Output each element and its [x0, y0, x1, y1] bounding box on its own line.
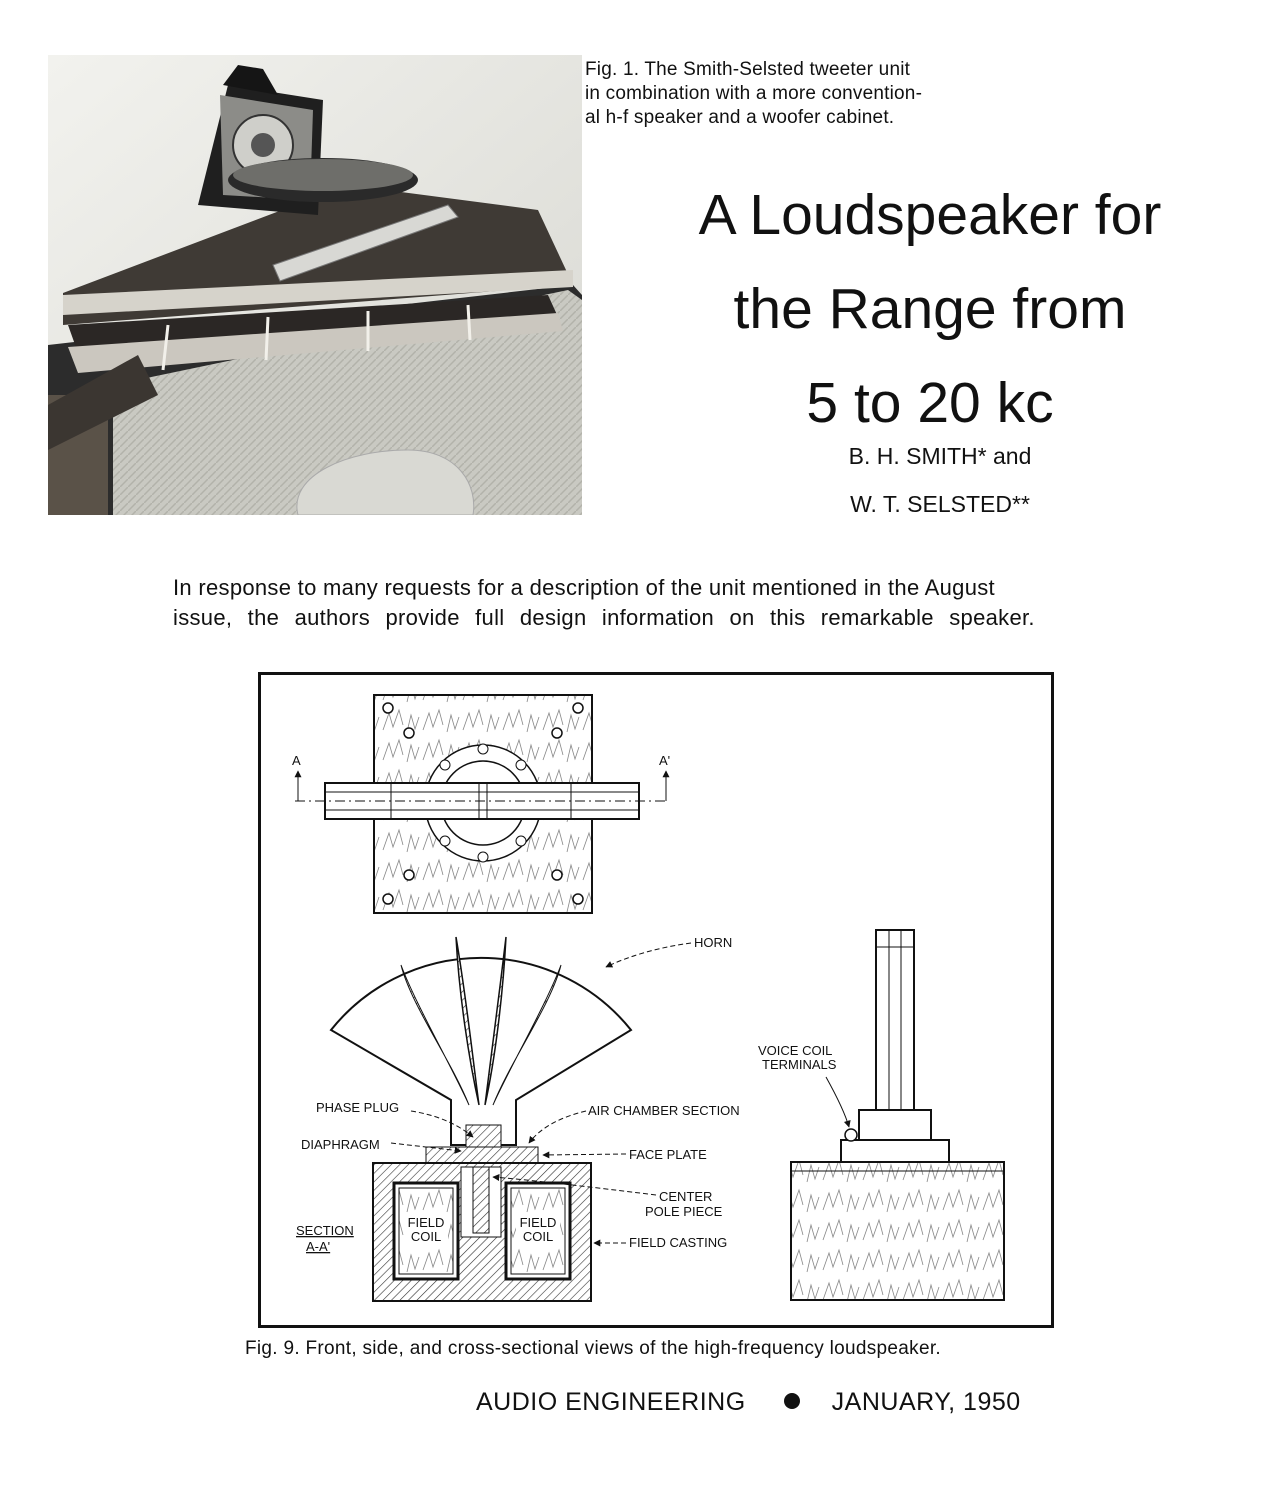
- field-coil-label: FIELD: [408, 1215, 445, 1230]
- fig9-diagram: A A' FIELD COIL FIELD COIL: [258, 672, 1054, 1328]
- fig1-photo: [48, 55, 582, 515]
- label-center: CENTER: [659, 1189, 712, 1204]
- article-title: A Loudspeaker for the Range from 5 to 20…: [600, 168, 1260, 450]
- field-coil-label: COIL: [523, 1229, 553, 1244]
- label-section: SECTION: [296, 1223, 354, 1238]
- authors: B. H. SMITH* and W. T. SELSTED**: [760, 432, 1120, 528]
- field-coil-label: COIL: [411, 1229, 441, 1244]
- label-diaphragm: DIAPHRAGM: [301, 1137, 380, 1152]
- label-section-aa: A-A': [306, 1239, 330, 1254]
- leader-lines: [390, 942, 851, 1247]
- abstract: In response to many requests for a descr…: [173, 573, 1173, 633]
- section-mark-a-prime: A': [659, 753, 670, 768]
- label-air-chamber: AIR CHAMBER SECTION: [588, 1103, 740, 1118]
- horn: [329, 936, 633, 1146]
- abstract-line: In response to many requests for a descr…: [173, 575, 995, 600]
- title-line: 5 to 20 kc: [806, 371, 1054, 435]
- title-line: the Range from: [733, 277, 1127, 341]
- label-field-casting: FIELD CASTING: [629, 1235, 727, 1250]
- fig1-caption: Fig. 1. The Smith-Selsted tweeter unit i…: [585, 58, 1015, 130]
- label-pole-piece: POLE PIECE: [645, 1204, 723, 1219]
- author-smith: B. H. SMITH* and: [848, 443, 1032, 469]
- fig1-caption-line: al h-f speaker and a woofer cabinet.: [585, 107, 895, 128]
- label-horn: HORN: [694, 935, 732, 950]
- side-view: [790, 929, 1005, 1301]
- label-phase-plug: PHASE PLUG: [316, 1100, 399, 1115]
- front-view: A A': [292, 694, 670, 914]
- field-coil-label: FIELD: [520, 1215, 557, 1230]
- fig9-caption: Fig. 9. Front, side, and cross-sectional…: [245, 1338, 941, 1359]
- title-line: A Loudspeaker for: [698, 183, 1162, 247]
- fig1-caption-line: in combination with a more convention-: [585, 83, 923, 104]
- label-terminals: TERMINALS: [762, 1057, 837, 1072]
- author-selsted: W. T. SELSTED**: [850, 491, 1030, 517]
- bullet-icon: [783, 1393, 800, 1409]
- label-voice-coil: VOICE COIL: [758, 1043, 832, 1058]
- driver-section: FIELD COIL FIELD COIL: [372, 1124, 592, 1302]
- label-face-plate: FACE PLATE: [629, 1147, 707, 1162]
- fig1-caption-line: Fig. 1. The Smith-Selsted tweeter unit: [585, 59, 911, 80]
- page-footer: AUDIO ENGINEERING JANUARY, 1950: [476, 1388, 1076, 1417]
- abstract-line: issue, the authors provide full design i…: [173, 605, 1035, 630]
- section-mark-a: A: [292, 753, 301, 768]
- issue-date: JANUARY, 1950: [831, 1388, 1021, 1416]
- publication-name: AUDIO ENGINEERING: [476, 1388, 746, 1416]
